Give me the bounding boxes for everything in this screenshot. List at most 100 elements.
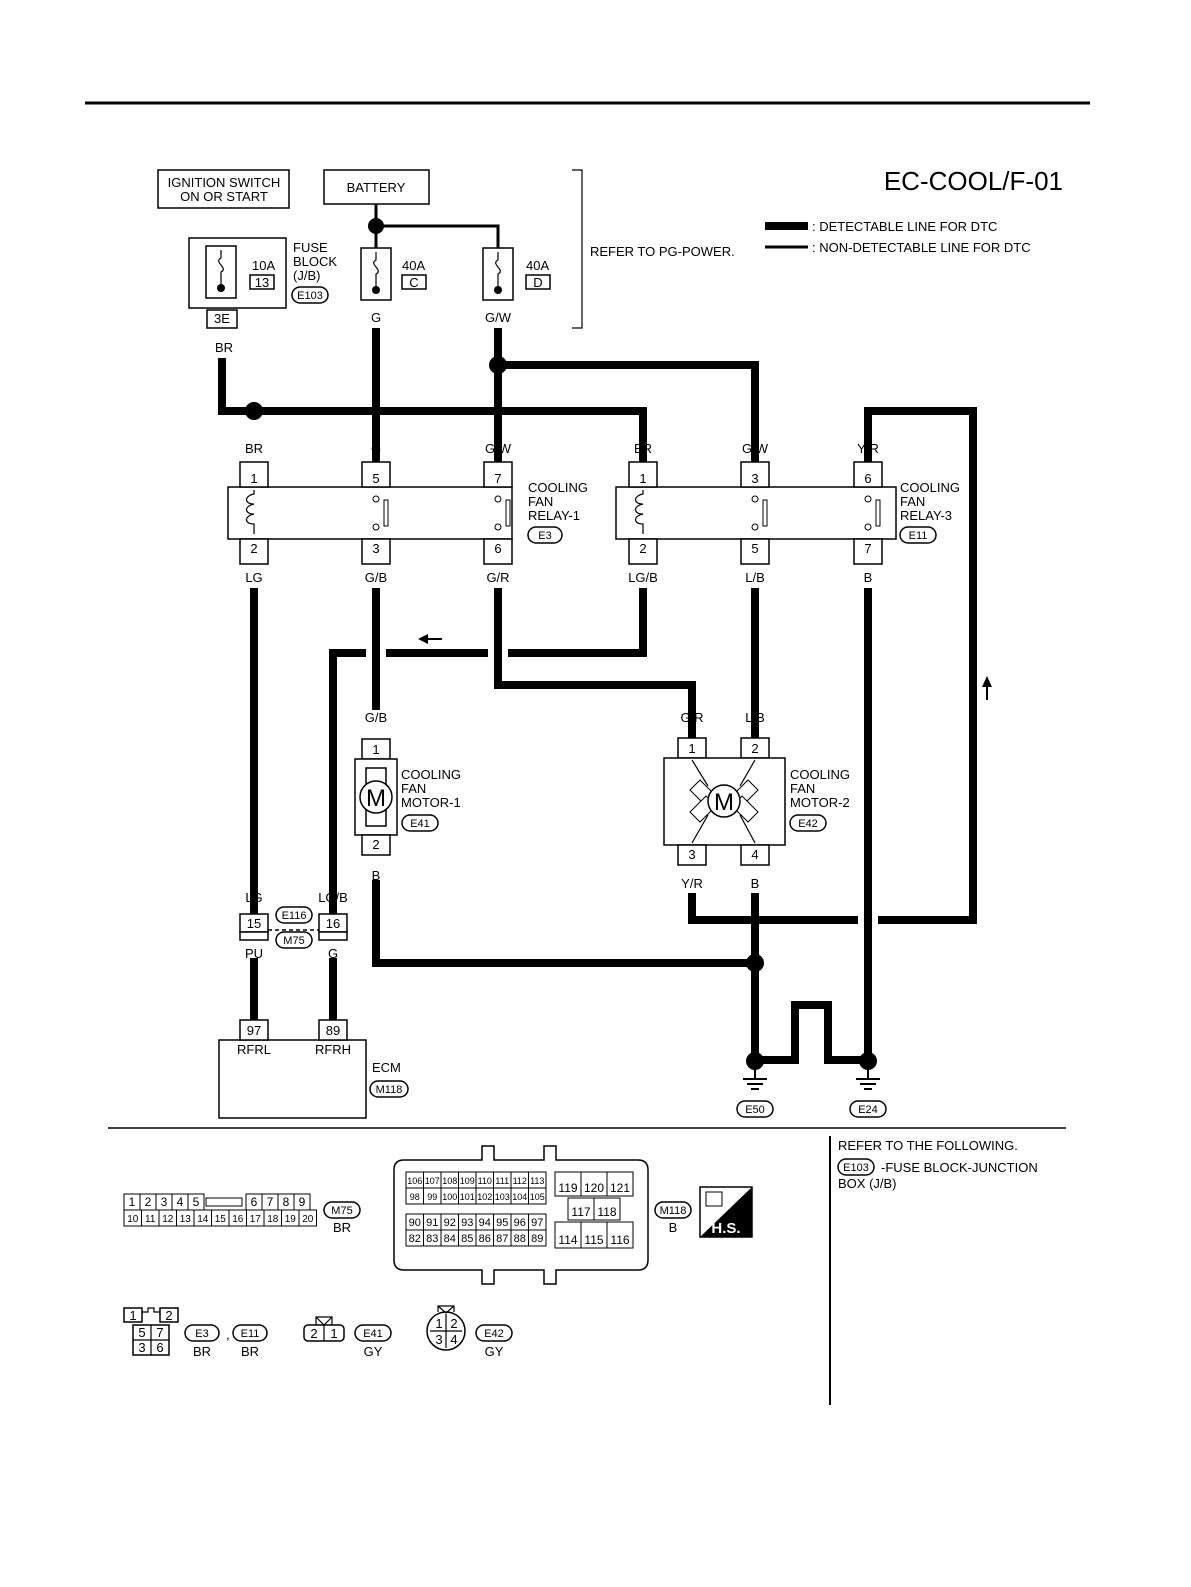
motor-1-label-1: COOLING (401, 767, 461, 782)
fuse-d-no: D (533, 275, 542, 290)
joint-t16: 16 (326, 916, 340, 931)
fuse-c-terminal (372, 286, 380, 294)
motor-1-t2: 2 (372, 837, 379, 852)
relay-3-contact-c (864, 495, 872, 503)
relay-3-pin-1 (628, 461, 658, 488)
fuse-c-no: C (409, 275, 418, 290)
wire-label-gw-r1: G/W (485, 441, 512, 456)
relay-face-t2: 2 (165, 1308, 172, 1323)
e41-conn: E41 (363, 1328, 383, 1340)
relay-3-pin-3 (740, 461, 770, 488)
ecm-t89: 89 (326, 1023, 340, 1038)
pin-label: 87 (496, 1233, 508, 1245)
e42-color: GY (485, 1344, 504, 1359)
relay-1-contact-c (494, 495, 502, 503)
ecm-pin-97 (239, 1019, 269, 1041)
pin-label: 102 (477, 1192, 492, 1202)
e41-color: GY (364, 1344, 383, 1359)
wire-label-b-motor1: B (372, 868, 381, 883)
fuse-block-terminal: 3E (214, 311, 230, 326)
refer-pg-power: REFER TO PG-POWER. (590, 244, 735, 259)
wire-label-gb-motor: G/B (365, 710, 387, 725)
pin-label: 83 (426, 1233, 438, 1245)
relay-3-body (615, 486, 897, 540)
e3-conn-badge (184, 1324, 220, 1342)
pin-label: 100 (442, 1192, 457, 1202)
pin-label: 117 (571, 1205, 590, 1219)
motor-2-conn-badge (789, 814, 827, 832)
relay-1-label-1: COOLING (528, 480, 588, 495)
motor-2-label-1: COOLING (790, 767, 850, 782)
hs-text: H.S. (711, 1220, 740, 1237)
wire-label-g-ecm: G (328, 946, 338, 961)
motor-2-t3: 3 (688, 847, 695, 862)
relay-3-pin-7 (853, 538, 883, 565)
relay-connector-face: 1 2 5 7 3 6 (123, 1307, 179, 1356)
motor-2-t4: 4 (751, 847, 758, 862)
wire-label-gr-motor: G/R (680, 710, 703, 725)
e42-face-t3: 3 (435, 1332, 442, 1347)
pin-label: 12 (162, 1214, 174, 1225)
pin-label: 109 (460, 1176, 475, 1186)
battery-wire-d (376, 224, 500, 248)
ground-e50-badge (736, 1100, 774, 1118)
diagram-id: EC-COOL/F-01 (884, 166, 1063, 196)
wire-label-gw-top: G/W (485, 310, 512, 325)
relay-3-pin-5 (740, 538, 770, 565)
m75-conn-badge (323, 1201, 361, 1219)
motor-1-symbol: M (366, 785, 386, 812)
refer-desc-1: -FUSE BLOCK-JUNCTION (881, 1160, 1038, 1175)
relay-3-coil-icon (634, 490, 644, 534)
motor-1-conn: E41 (410, 818, 430, 830)
splice-ground-e50 (746, 1052, 764, 1070)
joint-connector: LG LG/B 15 16 E116 M75 PU G (239, 890, 348, 961)
wire-br (218, 358, 647, 462)
pin-label: 15 (215, 1214, 227, 1225)
wire-label-b-g3: B (824, 1021, 833, 1036)
refer-desc-2: BOX (J/B) (838, 1176, 897, 1191)
fuse-13-terminal (217, 284, 225, 292)
m75-conn: M75 (331, 1205, 352, 1217)
wire-label-br-top: BR (215, 340, 233, 355)
pin-label: 103 (495, 1192, 510, 1202)
relay-3-t5: 5 (751, 541, 758, 556)
fuse-c-element (373, 252, 379, 288)
motor-1-conn-badge (401, 814, 439, 832)
wire-label-g-r1: G (371, 441, 381, 456)
relay-3-label-3: RELAY-3 (900, 508, 952, 523)
pin-label: 91 (426, 1217, 438, 1229)
fuse-d-terminal (494, 286, 502, 294)
e3-conn: E3 (195, 1328, 208, 1340)
pin-cell (298, 1209, 317, 1227)
wire-label-gb: G/B (365, 570, 387, 585)
wire-gr (494, 588, 696, 738)
relay-face-t3: 3 (138, 1340, 145, 1355)
cooling-fan-relay-3: 1 3 6 2 5 7 COOLING FAN RELAY-3 E11 (615, 461, 960, 565)
relay-3-switch-b-icon (875, 499, 881, 527)
e11-conn-badge (232, 1324, 268, 1342)
joint-conn-a: E116 (282, 910, 307, 922)
pin-label: 13 (180, 1214, 192, 1225)
relay-1-switch-a-icon (383, 499, 389, 527)
e42-face-t1: 1 (435, 1316, 442, 1331)
pin-label: 18 (267, 1214, 279, 1225)
pin-label: 90 (409, 1217, 421, 1229)
fuse-block (188, 237, 287, 309)
e42-face-key (437, 1305, 455, 1314)
pin-label: 86 (479, 1233, 491, 1245)
fuse-block-conn-badge (291, 286, 329, 304)
fuse-block-conn: E103 (297, 290, 323, 302)
pin-label: 110 (478, 1176, 492, 1186)
m75-color: BR (333, 1220, 351, 1235)
e11-color: BR (241, 1344, 259, 1359)
pin-label: 84 (444, 1233, 456, 1245)
pin-label: 82 (409, 1233, 421, 1245)
pin-label: 9 (299, 1195, 306, 1209)
relay-1-label-3: RELAY-1 (528, 508, 580, 523)
ground-e24-label: E24 (858, 1104, 878, 1116)
wire-b-motor1 (372, 880, 755, 967)
wire-label-lb: L/B (745, 570, 765, 585)
